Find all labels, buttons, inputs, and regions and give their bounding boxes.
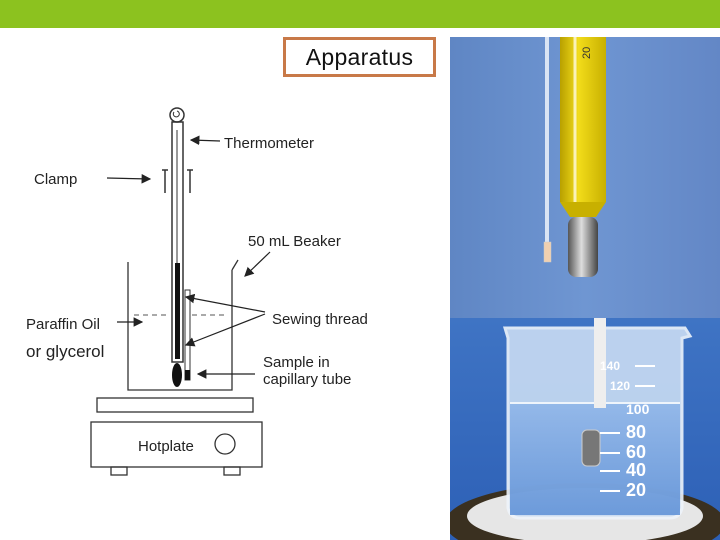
- beaker-mark-80: 80: [626, 422, 646, 442]
- label-paraffin-1: Paraffin Oil: [26, 316, 100, 333]
- label-thermometer: Thermometer: [224, 135, 314, 152]
- photo-sample-bulb: [581, 429, 601, 467]
- beaker-mark-60: 60: [626, 442, 646, 462]
- thermometer-tube: [171, 121, 184, 363]
- label-sample-2: capillary tube: [263, 371, 351, 388]
- photo-thermometer-bulb: [568, 217, 598, 277]
- thermometer-arrow: [189, 135, 221, 146]
- top-accent-bar: [0, 0, 720, 28]
- thermometer-top-ring: [169, 107, 185, 123]
- label-paraffin-2: or glycerol: [26, 342, 104, 361]
- label-hotplate: Hotplate: [138, 438, 194, 455]
- thread-arrow-1: [184, 293, 266, 313]
- beaker-mark-140: 140: [600, 359, 620, 373]
- beaker-mark-20: 20: [626, 480, 646, 500]
- beaker-mark-40: 40: [626, 460, 646, 480]
- beaker-mark-100: 100: [626, 401, 650, 417]
- hotplate-knob: [214, 433, 236, 455]
- photo-thermometer-mark: 20: [581, 47, 593, 59]
- thermometer-photo: 20: [450, 37, 720, 320]
- label-clamp: Clamp: [34, 171, 77, 188]
- thread-arrow-2: [184, 313, 266, 347]
- apparatus-diagram: Thermometer Clamp 50 mL Beaker Paraffin …: [26, 107, 368, 476]
- hotplate-body: [90, 421, 263, 468]
- beaker-arrow: [244, 251, 271, 277]
- label-beaker: 50 mL Beaker: [248, 233, 341, 250]
- capillary-tube: [184, 289, 191, 381]
- photo-thermometer-body: [560, 37, 606, 202]
- clamp-arrow: [106, 174, 152, 184]
- hotplate-top: [96, 397, 254, 413]
- beaker-outline: [127, 259, 239, 391]
- label-sewing-thread: Sewing thread: [272, 311, 368, 328]
- label-sample-1: Sample in: [263, 354, 330, 371]
- beaker-mark-120: 120: [610, 379, 630, 393]
- beaker-photo: 140 120 100 80 60 40 20: [450, 318, 720, 540]
- slide-title: Apparatus: [283, 37, 436, 77]
- thermometer-bulb: [172, 363, 182, 387]
